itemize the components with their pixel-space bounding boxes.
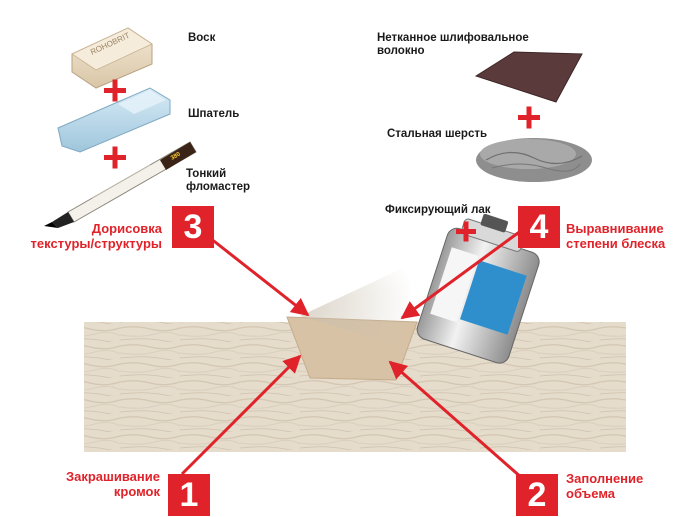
step-3-label: Дорисовка текстуры/структуры	[12, 222, 162, 252]
marker-label: Тонкий фломастер	[186, 168, 250, 194]
plus-icon	[518, 107, 540, 129]
step-1-badge: 1	[168, 474, 210, 516]
step-2-badge: 2	[516, 474, 558, 516]
nonwoven-pad-icon	[476, 52, 582, 102]
step-3-badge: 3	[172, 206, 214, 248]
step-2-label: Заполнение объема	[566, 472, 643, 502]
step-4-label: Выравнивание степени блеска	[566, 222, 665, 252]
plus-icon	[104, 147, 126, 169]
lacquer-label: Фиксирующий лак	[385, 204, 491, 217]
arrow-step-3	[210, 238, 308, 315]
nonwoven-label: Нетканное шлифовальное волокно	[377, 32, 529, 58]
steel-wool-label: Стальная шерсть	[387, 128, 487, 141]
spatula-label: Шпатель	[188, 108, 239, 121]
wax-block-icon: ROHOBRIT	[72, 28, 152, 88]
wax-label: Воск	[188, 32, 215, 45]
step-1-label: Закрашивание кромок	[20, 470, 160, 500]
steel-wool-icon	[476, 138, 592, 182]
step-4-badge: 4	[518, 206, 560, 248]
